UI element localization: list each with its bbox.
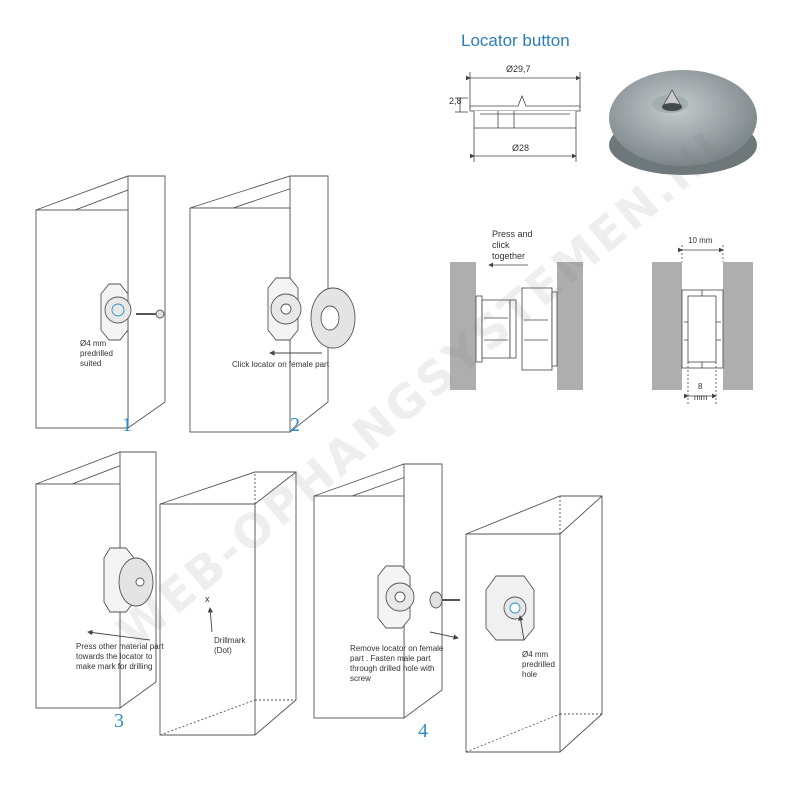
press-line3: together: [492, 251, 526, 261]
height-label: 2,8: [449, 96, 462, 106]
drill-line1: Drillmark: [214, 636, 246, 645]
drillmark-note: Drillmark (Dot): [214, 636, 246, 656]
gap-bottom-unit: mm: [694, 393, 708, 402]
press-click-label: Press and click together: [492, 229, 533, 262]
step4-block-b: [465, 495, 603, 753]
step4-number: 4: [418, 720, 428, 742]
step1-line2: predrilled: [80, 349, 113, 358]
outer-diameter-label: Ø29,7: [506, 64, 531, 74]
assembled-gap-section: [652, 245, 753, 405]
step3-line2: towards the locator to: [76, 652, 153, 661]
hole-line3: hole: [522, 670, 538, 679]
hole-line2: predrilled: [522, 660, 555, 669]
step3-block-a: [35, 451, 157, 709]
drill-x-mark: x: [205, 594, 210, 604]
hole-note: Ø4 mm predrilled hole: [522, 650, 555, 680]
gap-top-label: 10 mm: [688, 236, 713, 245]
step1-note: Ø4 mm predrilled suited: [80, 339, 113, 369]
step1-block: [35, 175, 166, 429]
step4-line1: Remove locator on female: [350, 644, 444, 653]
press-line2: click: [492, 240, 510, 250]
step1-line3: suited: [80, 359, 102, 368]
step2-block: [189, 175, 356, 433]
page-title: Locator button: [461, 31, 570, 50]
step1-number: 1: [122, 414, 132, 436]
locator-technical-drawing: [455, 72, 581, 162]
hole-line1: Ø4 mm: [522, 650, 549, 659]
gap-bottom-value: 8: [698, 382, 703, 391]
step3-block-b: [159, 471, 297, 736]
step2-note: Click locator on female part: [232, 360, 329, 369]
step3-note: Press other material part towards the lo…: [76, 642, 164, 672]
locator-photo: [609, 70, 757, 175]
step1-line1: Ø4 mm: [80, 339, 107, 348]
press-click-section: [450, 262, 583, 390]
step4-line2: part . Fasten male part: [350, 654, 431, 663]
press-line1: Press and: [492, 229, 533, 239]
inner-diameter-label: Ø28: [512, 143, 530, 153]
step2-number: 2: [290, 414, 300, 436]
drill-line2: (Dot): [214, 646, 232, 655]
step4-line3: through drilled hole with: [350, 664, 435, 673]
step4-block-a: [313, 463, 460, 719]
step3-line1: Press other material part: [76, 642, 164, 651]
step4-line4: screw: [350, 674, 371, 683]
step4-note: Remove locator on female part . Fasten m…: [350, 644, 443, 684]
step3-number: 3: [114, 710, 124, 732]
step3-line3: make mark for drilling: [76, 662, 153, 671]
